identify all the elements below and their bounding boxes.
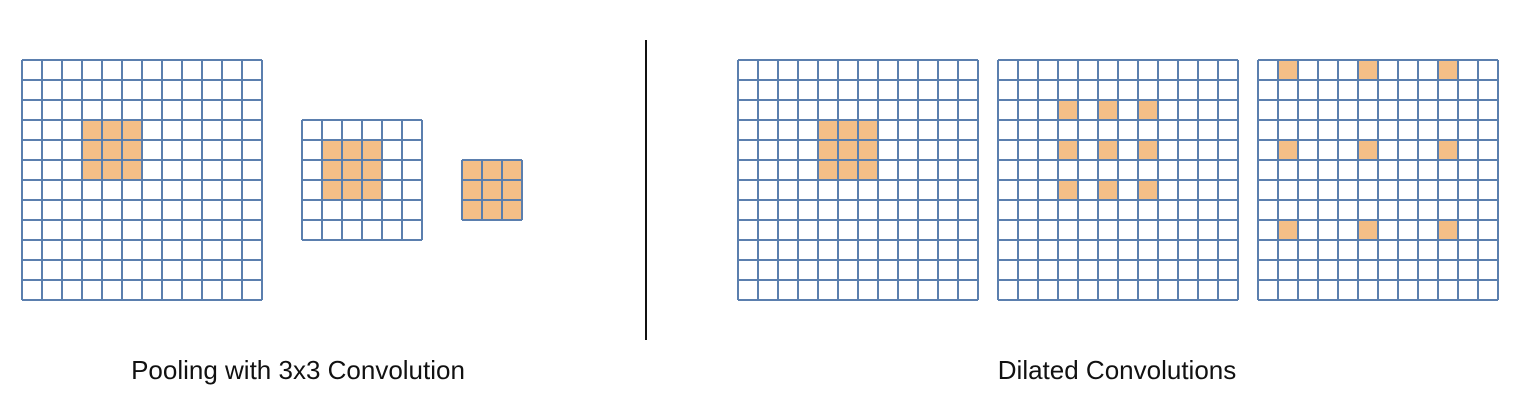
highlighted-cell — [1098, 140, 1118, 160]
highlighted-cell — [122, 160, 142, 180]
highlighted-cell — [818, 120, 838, 140]
highlighted-cell — [1138, 100, 1158, 120]
highlighted-cell — [82, 160, 102, 180]
highlighted-cell — [322, 180, 342, 200]
highlighted-cell — [462, 200, 482, 220]
highlighted-cell — [838, 140, 858, 160]
highlighted-cell — [502, 160, 522, 180]
highlighted-cell — [1138, 180, 1158, 200]
dilation-1 — [737, 59, 979, 301]
highlighted-cell — [1438, 140, 1458, 160]
highlighted-cell — [482, 160, 502, 180]
highlighted-cell — [462, 160, 482, 180]
highlighted-cell — [838, 160, 858, 180]
highlighted-cell — [1138, 140, 1158, 160]
highlighted-cell — [1278, 140, 1298, 160]
highlighted-cell — [858, 160, 878, 180]
highlighted-cell — [502, 180, 522, 200]
dilated-caption: Dilated Convolutions — [997, 355, 1237, 385]
highlighted-cell — [122, 140, 142, 160]
highlighted-cell — [362, 180, 382, 200]
highlighted-cell — [342, 140, 362, 160]
highlighted-cell — [482, 180, 502, 200]
highlighted-cell — [322, 140, 342, 160]
highlighted-cell — [82, 140, 102, 160]
highlighted-cell — [1098, 180, 1118, 200]
highlighted-cell — [362, 140, 382, 160]
highlighted-cell — [1358, 220, 1378, 240]
highlighted-cell — [1058, 140, 1078, 160]
highlighted-cell — [818, 140, 838, 160]
highlighted-cell — [102, 140, 122, 160]
highlighted-cell — [342, 180, 362, 200]
highlighted-cell — [1358, 60, 1378, 80]
pooling-caption: Pooling with 3x3 Convolution — [131, 355, 465, 385]
highlighted-cell — [102, 120, 122, 140]
dilation-2 — [997, 59, 1239, 301]
highlighted-cell — [462, 180, 482, 200]
highlighted-cell — [1058, 100, 1078, 120]
highlighted-cell — [838, 120, 858, 140]
highlighted-cell — [1358, 140, 1378, 160]
highlighted-cell — [122, 120, 142, 140]
highlighted-cell — [342, 160, 362, 180]
highlighted-cell — [818, 160, 838, 180]
highlighted-cell — [502, 200, 522, 220]
highlighted-cell — [1278, 220, 1298, 240]
highlighted-cell — [1098, 100, 1118, 120]
dilated-panel — [737, 59, 1499, 301]
highlighted-cell — [858, 140, 878, 160]
highlighted-cell — [1438, 220, 1458, 240]
highlighted-cell — [322, 160, 342, 180]
highlighted-cell — [82, 120, 102, 140]
highlighted-cell — [482, 200, 502, 220]
highlighted-cell — [1438, 60, 1458, 80]
highlighted-cell — [1058, 180, 1078, 200]
grid-6x6 — [301, 119, 423, 241]
highlighted-cell — [362, 160, 382, 180]
highlighted-cell — [102, 160, 122, 180]
dilation-4 — [1257, 59, 1499, 301]
grid-3x3 — [461, 159, 523, 221]
highlighted-cell — [1278, 60, 1298, 80]
highlighted-cell — [858, 120, 878, 140]
grid-12x12 — [21, 59, 263, 301]
pooling-panel — [21, 59, 523, 301]
